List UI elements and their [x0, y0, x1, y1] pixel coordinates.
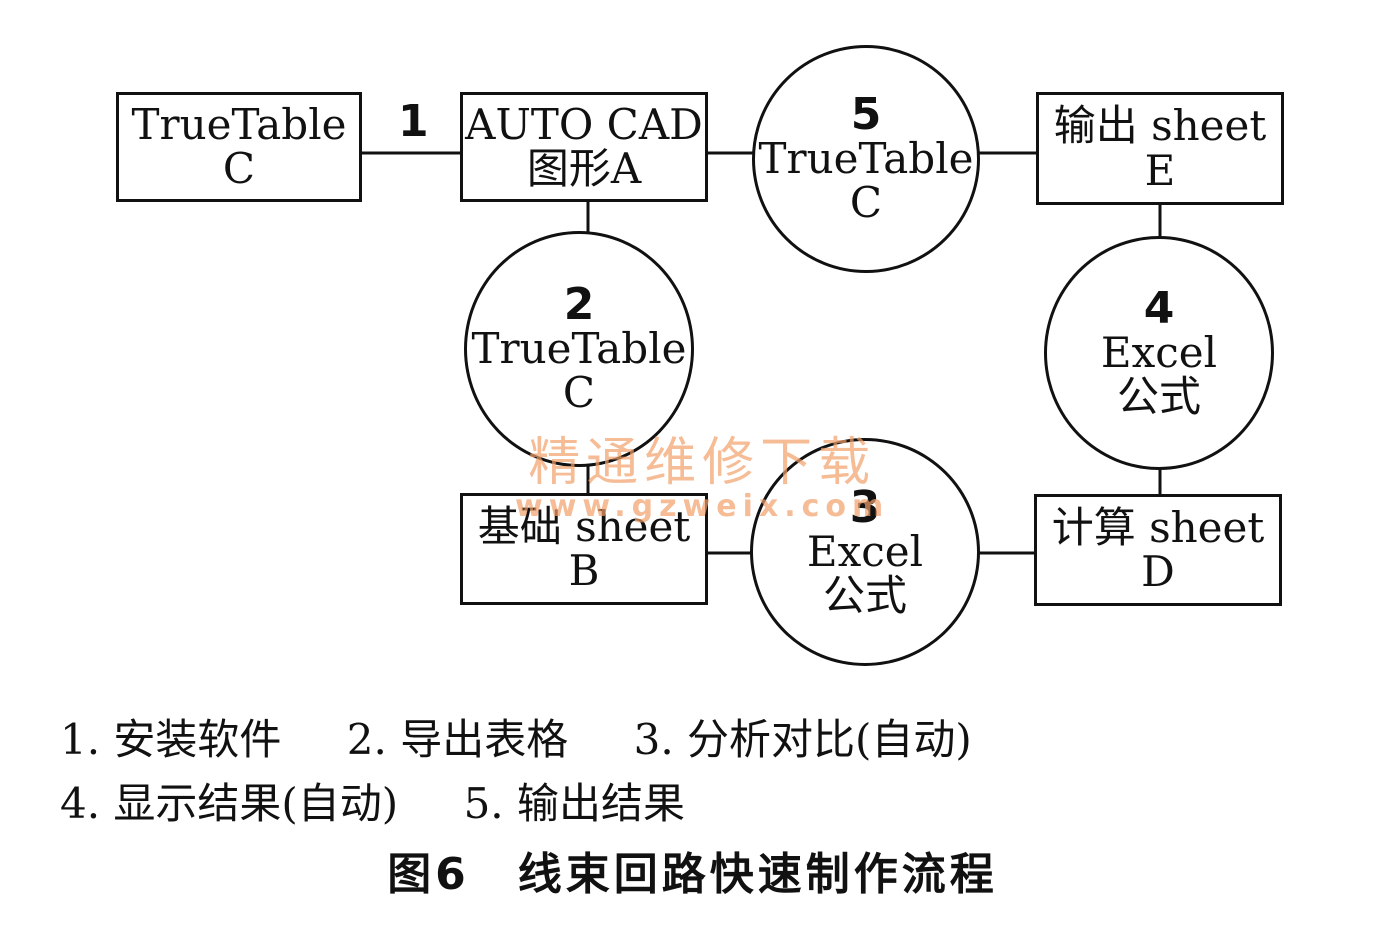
output-sheet-box: 输出 sheet E [1036, 92, 1284, 205]
step4-line2: 公式 [1116, 372, 1201, 421]
autocad-box-line2: 图形A [526, 144, 642, 193]
figure-caption: 图6 线束回路快速制作流程 [387, 849, 998, 900]
step2-number: 2 [563, 278, 595, 330]
step4-circle: 4 Excel 公式 [1044, 236, 1274, 470]
calc-sheet-box: 计算 sheet D [1034, 494, 1282, 606]
legend-item: 3. 分析对比(自动) [633, 715, 972, 764]
autocad-box-line1: AUTO CAD [465, 99, 703, 149]
step3-number: 3 [849, 481, 881, 533]
flow-diagram: 1 TrueTable C AUTO CAD 图形A 5 TrueTable C… [116, 45, 1284, 666]
calc-sheet-line1: 计算 sheet [1051, 502, 1265, 552]
base-sheet-box: 基础 sheet B [460, 493, 708, 605]
connector-lines [360, 151, 1162, 555]
legend-item: 5. 输出结果 [463, 779, 685, 828]
output-sheet-line1: 输出 sheet [1053, 101, 1267, 151]
step2-circle: 2 TrueTable C [464, 231, 694, 467]
base-sheet-line1: 基础 sheet [477, 501, 691, 551]
step3-line2: 公式 [822, 571, 907, 620]
legend-item: 1. 安装软件 [60, 715, 282, 764]
autocad-box: AUTO CAD 图形A [460, 92, 708, 202]
step5-circle: 5 TrueTable C [752, 45, 980, 273]
truetable-c-box: TrueTable C [116, 92, 362, 202]
output-sheet-line2: E [1144, 145, 1176, 195]
step5-number: 5 [850, 88, 882, 140]
calc-sheet-line2: D [1141, 547, 1175, 596]
truetable-c-box-line2: C [222, 144, 256, 193]
step2-line1: TrueTable [471, 323, 687, 373]
step5-line1: TrueTable [758, 133, 974, 183]
step3-line1: Excel [806, 526, 924, 576]
step-legend: 1. 安装软件 2. 导出表格 3. 分析对比(自动) 4. 显示结果(自动) … [60, 708, 1350, 836]
truetable-c-box-line1: TrueTable [131, 99, 347, 149]
step4-line1: Excel [1100, 327, 1218, 377]
step3-circle: 3 Excel 公式 [750, 438, 980, 666]
step5-line2: C [849, 178, 883, 227]
legend-item: 2. 导出表格 [346, 715, 569, 764]
step4-number: 4 [1143, 282, 1175, 334]
legend-item: 4. 显示结果(自动) [60, 779, 399, 828]
base-sheet-line2: B [568, 546, 600, 595]
step2-line2: C [562, 368, 596, 417]
step1-label: 1 [398, 96, 429, 147]
